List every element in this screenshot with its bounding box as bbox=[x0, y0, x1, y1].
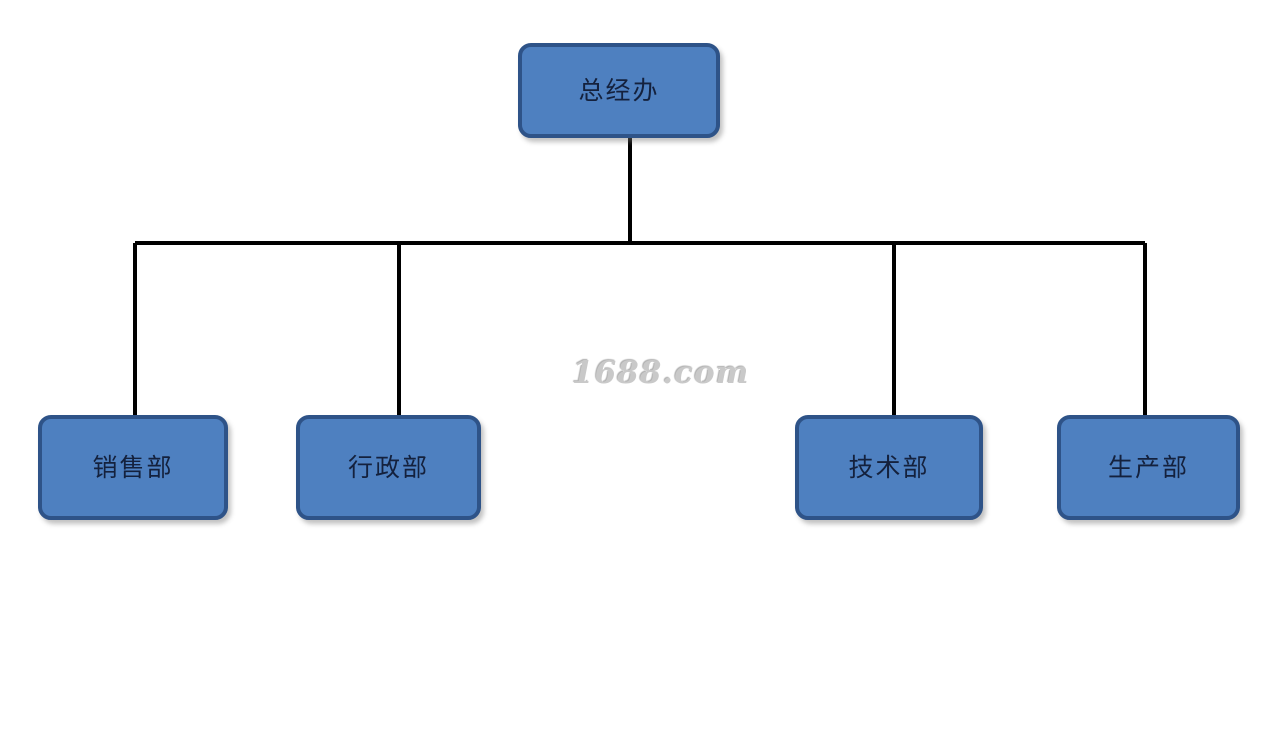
node-child-3-label: 生产部 bbox=[1107, 453, 1189, 482]
node-child-2[interactable]: 技术部 bbox=[795, 415, 983, 520]
node-root-label: 总经办 bbox=[578, 76, 660, 105]
node-child-0-label: 销售部 bbox=[92, 453, 174, 482]
node-child-3[interactable]: 生产部 bbox=[1057, 415, 1240, 520]
watermark-text: 1688.com bbox=[572, 355, 750, 391]
node-child-1-label: 行政部 bbox=[347, 453, 429, 482]
node-child-2-label: 技术部 bbox=[848, 453, 930, 482]
node-child-0[interactable]: 销售部 bbox=[38, 415, 228, 520]
node-child-1[interactable]: 行政部 bbox=[296, 415, 481, 520]
node-root[interactable]: 总经办 bbox=[518, 43, 720, 138]
